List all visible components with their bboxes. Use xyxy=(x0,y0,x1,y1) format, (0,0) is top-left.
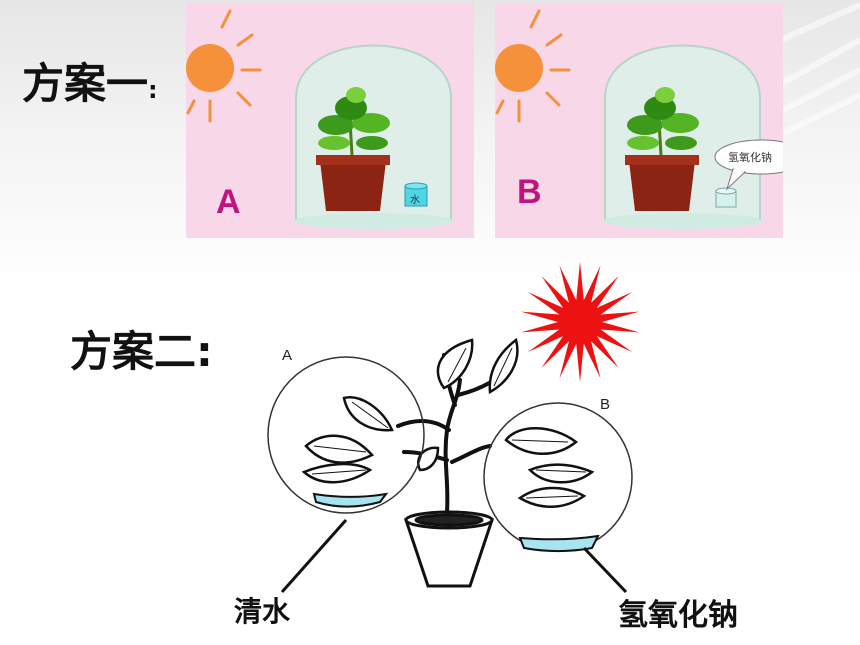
sun-icon xyxy=(186,9,262,123)
scheme2-label-a: A xyxy=(282,347,293,364)
panel-a: A 水 xyxy=(186,3,474,238)
panel-b-label: B xyxy=(517,173,542,211)
left-caption: 清水 xyxy=(234,595,291,628)
potted-plant-icon xyxy=(316,87,390,211)
scheme2-title-text: 方案二 xyxy=(70,327,197,376)
leaf-veins xyxy=(311,347,587,499)
plant-leaves xyxy=(301,337,595,508)
potted-plant-icon xyxy=(625,87,699,211)
water-cup-icon xyxy=(404,182,428,207)
scheme1-title: 方案一: xyxy=(22,50,158,111)
scheme1-colon: : xyxy=(148,76,158,104)
panel-a-illustration xyxy=(186,9,454,229)
enclosure-circle-b xyxy=(483,402,633,552)
pointer-lines xyxy=(280,519,628,594)
panel-b: B 氢氧化钠 xyxy=(495,3,783,238)
enclosure-circle-a xyxy=(267,356,425,514)
speech-bubble-icon xyxy=(714,139,783,191)
bubble-text: 氢氧化钠 xyxy=(728,151,772,164)
scheme2-label-b: B xyxy=(600,396,611,413)
starburst-sun-icon xyxy=(520,262,640,382)
sodium-hydroxide-cup-icon xyxy=(715,187,737,208)
cup-label: 水 xyxy=(410,195,420,206)
panel-a-label: A xyxy=(216,183,241,221)
scheme2-title: 方案二: xyxy=(70,318,213,379)
right-caption: 氢氧化钠 xyxy=(618,598,738,633)
scheme2-colon: : xyxy=(196,327,213,376)
sun-icon xyxy=(495,9,571,123)
scheme1-title-text: 方案一 xyxy=(22,59,149,108)
panel-b-illustration xyxy=(495,9,783,229)
flower-pot-icon xyxy=(403,510,495,588)
